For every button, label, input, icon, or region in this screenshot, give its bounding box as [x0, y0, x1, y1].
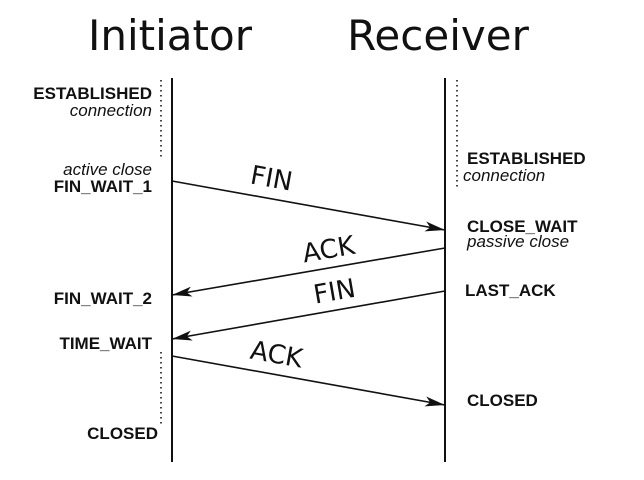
receiver-established-note: connection	[463, 166, 545, 185]
initiator-state-time-wait: TIME_WAIT	[59, 334, 152, 353]
receiver-state-established: ESTABLISHED	[467, 149, 586, 168]
ack-label-2: ACK	[248, 336, 306, 375]
receiver-state-closed: CLOSED	[467, 391, 538, 410]
initiator-active-close-note: active close	[63, 160, 152, 179]
initiator-state-established: ESTABLISHED	[33, 84, 152, 103]
initiator-state-fin-wait-1: FIN_WAIT_1	[54, 177, 152, 196]
fin-arrow-1	[171, 180, 446, 232]
fin-arrow-2	[171, 290, 446, 341]
ack-arrow-1	[171, 247, 446, 297]
initiator-state-fin-wait-2: FIN_WAIT_2	[54, 289, 152, 308]
ack-label-1: ACK	[300, 231, 358, 270]
fin-label-1: FIN	[248, 161, 295, 198]
fin-label-2: FIN	[311, 274, 358, 311]
receiver-state-last-ack: LAST_ACK	[465, 281, 556, 300]
initiator-state-closed: CLOSED	[87, 424, 158, 443]
ack-arrow-2	[171, 355, 446, 407]
receiver-passive-close-note: passive close	[466, 232, 569, 251]
initiator-established-note: connection	[70, 101, 152, 120]
receiver-state-close-wait: CLOSE_WAIT	[467, 217, 578, 236]
initiator-title: Initiator	[88, 11, 253, 60]
receiver-title: Receiver	[347, 11, 529, 60]
